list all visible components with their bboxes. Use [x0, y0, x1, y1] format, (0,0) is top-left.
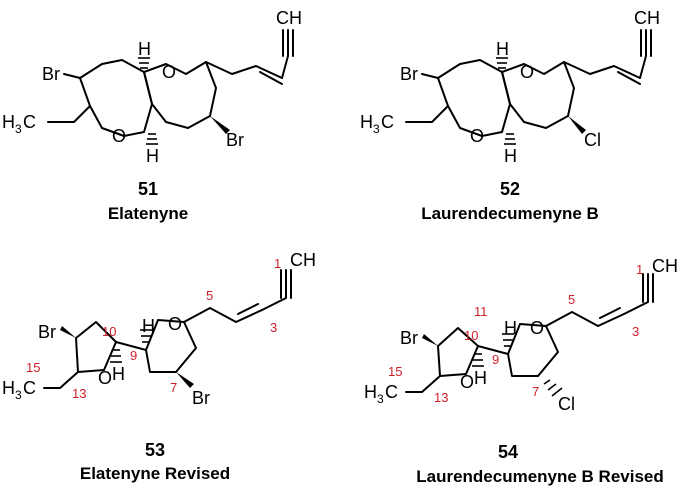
oxygen-label: O — [460, 372, 474, 392]
methyl-h3c-label: H 3 C — [2, 378, 36, 402]
carbon-number: 9 — [492, 352, 499, 367]
oxygen-label: O — [520, 62, 534, 82]
hash-bond-h-c9 — [502, 333, 514, 347]
bromine-label: Br — [192, 388, 210, 408]
hash-bond-h-top-52 — [496, 57, 508, 69]
svg-text:C: C — [381, 112, 394, 132]
hydrogen-label: H — [146, 146, 159, 166]
compound-number: 52 — [500, 179, 520, 199]
carbon-number: 9 — [130, 348, 137, 363]
carbon-number: 5 — [568, 292, 575, 307]
svg-text:3: 3 — [15, 122, 22, 136]
carbon-number: 10 — [464, 328, 478, 343]
hydrogen-label: H — [504, 318, 517, 338]
chlorine-label: Cl — [558, 394, 575, 414]
oxygen-label: O — [470, 126, 484, 146]
carbon-number: 11 — [474, 304, 488, 319]
compound-name: Elatenyne — [108, 204, 188, 223]
compound-52-structure: Br Cl O O H H CH H 3 C — [360, 8, 660, 166]
hash-bond-h-c10 — [110, 349, 122, 363]
oxygen-label: O — [530, 318, 544, 338]
compound-53-structure: Br Br O O H H CH H 3 C 1 3 5 7 9 10 13 1… — [2, 250, 316, 408]
bromine-label: Br — [400, 328, 418, 348]
hash-bond-h-c9 — [140, 329, 152, 343]
svg-text:3: 3 — [15, 388, 22, 402]
hash-bond-cl — [543, 379, 563, 397]
carbon-number: 13 — [72, 386, 86, 401]
oxygen-label: O — [168, 314, 182, 334]
bromine-label: Br — [400, 64, 418, 84]
methyl-h3c-label: H 3 C — [2, 112, 36, 136]
carbon-number: 13 — [434, 390, 448, 405]
hydrogen-label: H — [474, 368, 487, 388]
carbon-number: 7 — [170, 380, 177, 395]
carbon-number: 1 — [636, 262, 643, 277]
bromine-label: Br — [42, 64, 60, 84]
methyl-h3c-label: H 3 C — [360, 112, 394, 136]
svg-text:3: 3 — [377, 392, 384, 406]
compound-number: 53 — [145, 440, 165, 460]
terminal-ch-label: CH — [290, 250, 316, 270]
carbon-number: 3 — [270, 320, 277, 335]
compound-51-structure: Br Br O O H H CH H 3 C — [2, 8, 302, 166]
chlorine-label: Cl — [584, 130, 601, 150]
svg-text:C: C — [23, 112, 36, 132]
hydrogen-label: H — [138, 39, 151, 59]
svg-text:H: H — [2, 112, 15, 132]
hash-bond-h-c10 — [472, 353, 484, 367]
svg-text:3: 3 — [373, 122, 380, 136]
carbon-number: 3 — [632, 324, 639, 339]
terminal-ch-label: CH — [634, 8, 660, 28]
hash-bond-h-top-51 — [138, 57, 150, 69]
compound-number: 51 — [138, 179, 158, 199]
compound-name: Elatenyne Revised — [80, 464, 230, 483]
svg-text:H: H — [364, 382, 377, 402]
terminal-ch-label: CH — [276, 8, 302, 28]
svg-text:C: C — [385, 382, 398, 402]
oxygen-label: O — [112, 126, 126, 146]
bromine-label: Br — [38, 322, 56, 342]
compound-name: Laurendecumenyne B — [421, 204, 599, 223]
oxygen-label: O — [162, 62, 176, 82]
compound-number: 54 — [498, 442, 518, 462]
carbon-number: 10 — [102, 324, 116, 339]
hash-bond-h-bottom-51 — [146, 133, 158, 145]
carbon-number: 1 — [274, 256, 281, 271]
svg-text:H: H — [2, 378, 15, 398]
bromine-label: Br — [226, 130, 244, 150]
svg-text:C: C — [23, 378, 36, 398]
oxygen-label: O — [98, 368, 112, 388]
hydrogen-label: H — [142, 316, 155, 336]
carbon-number: 15 — [388, 364, 402, 379]
hydrogen-label: H — [496, 39, 509, 59]
carbon-number: 7 — [532, 384, 539, 399]
compound-name: Laurendecumenyne B Revised — [416, 467, 664, 486]
hydrogen-label: H — [504, 146, 517, 166]
methyl-h3c-label: H 3 C — [364, 382, 398, 406]
terminal-ch-label: CH — [652, 256, 678, 276]
hash-bond-h-bottom-52 — [504, 133, 516, 145]
carbon-number: 15 — [26, 360, 40, 375]
hydrogen-label: H — [112, 364, 125, 384]
compound-54-structure: Br Cl O O H H CH H 3 C 1 3 5 7 9 10 11 1… — [364, 256, 678, 414]
svg-text:H: H — [360, 112, 373, 132]
carbon-number: 5 — [206, 288, 213, 303]
